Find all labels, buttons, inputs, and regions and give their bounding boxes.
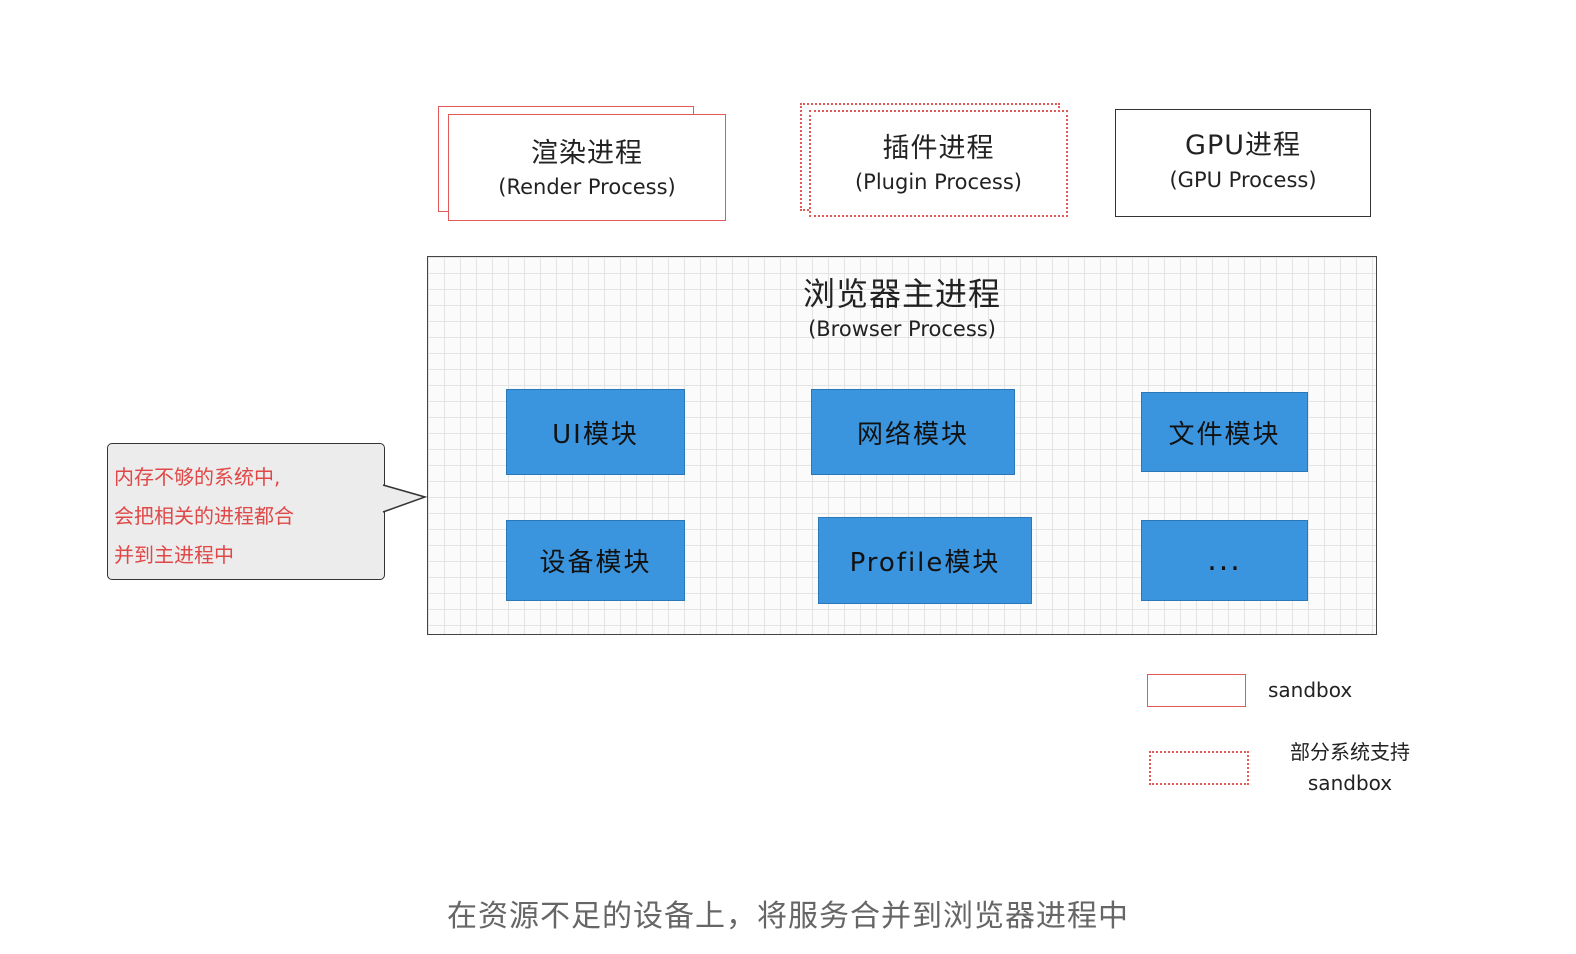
module-profile: Profile模块 xyxy=(818,517,1032,604)
figure-caption: 在资源不足的设备上，将服务合并到浏览器进程中 xyxy=(447,899,1129,934)
legend-sandbox-label: sandbox xyxy=(1268,678,1353,702)
plugin-process-subtitle: (Plugin Process) xyxy=(854,170,1022,194)
render-process-subtitle: (Render Process) xyxy=(498,175,676,199)
plugin-process-title: 插件进程 xyxy=(882,133,995,164)
gpu-process-box: GPU进程 (GPU Process) xyxy=(1115,109,1371,217)
render-process-box: 渲染进程 (Render Process) xyxy=(448,114,726,221)
callout-line: 会把相关的进程都合 xyxy=(114,504,294,528)
module-file: 文件模块 xyxy=(1141,392,1308,472)
module-ui: UI模块 xyxy=(506,389,685,475)
browser-process-title: 浏览器主进程 xyxy=(802,275,1001,313)
legend-partial-label-line2: sandbox xyxy=(1307,771,1393,795)
callout-pointer xyxy=(382,484,428,513)
module-more: ... xyxy=(1141,520,1308,601)
legend-partial-sandbox-swatch xyxy=(1149,751,1249,785)
render-process-title: 渲染进程 xyxy=(531,138,643,169)
plugin-process-box: 插件进程 (Plugin Process) xyxy=(809,110,1068,217)
browser-process-box: 浏览器主进程 (Browser Process) UI模块 网络模块 文件模块 … xyxy=(427,256,1377,635)
module-device: 设备模块 xyxy=(506,520,685,601)
module-network: 网络模块 xyxy=(811,389,1015,475)
legend-sandbox-swatch xyxy=(1147,674,1246,707)
callout-line: 并到主进程中 xyxy=(114,543,234,567)
browser-process-subtitle: (Browser Process) xyxy=(808,317,996,341)
legend-partial-label-line1: 部分系统支持 xyxy=(1290,740,1410,764)
gpu-process-subtitle: (GPU Process) xyxy=(1169,168,1317,192)
callout-line: 内存不够的系统中, xyxy=(114,465,281,489)
gpu-process-title: GPU进程 xyxy=(1185,130,1301,161)
callout-bubble: 内存不够的系统中, 会把相关的进程都合 并到主进程中 xyxy=(107,443,385,580)
